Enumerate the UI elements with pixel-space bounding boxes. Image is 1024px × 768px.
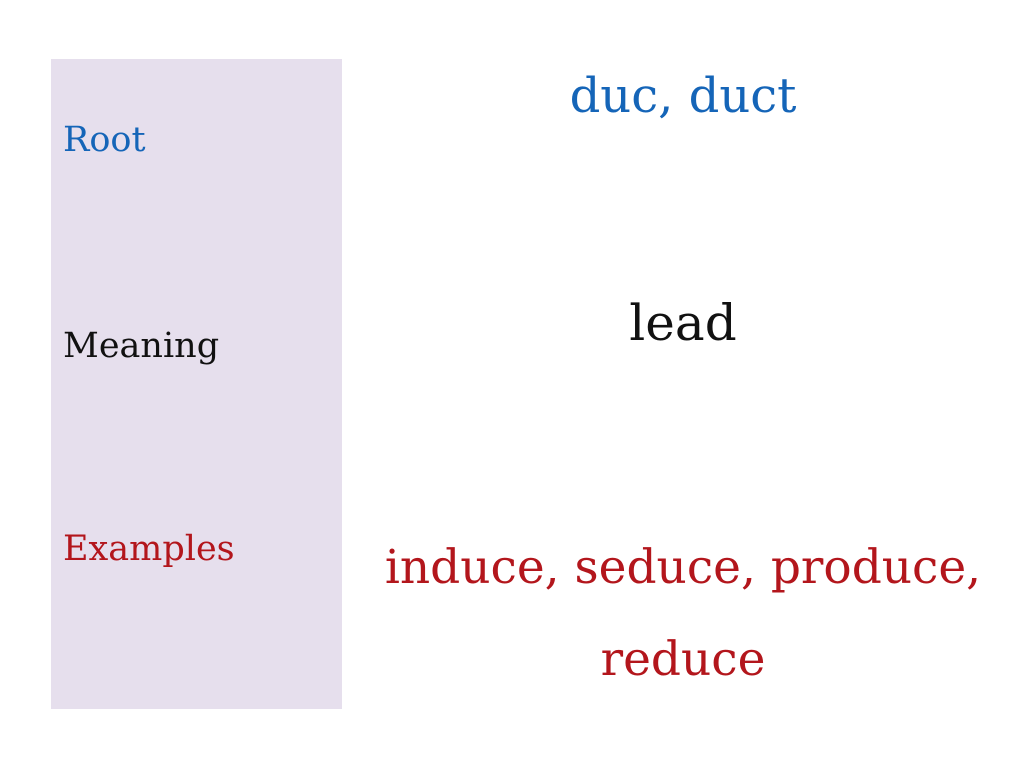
root-label: Root [63, 120, 146, 160]
examples-line-2: reduce [600, 632, 766, 687]
meaning-value: lead [629, 294, 737, 352]
examples-line-1: induce, seduce, produce, [384, 540, 982, 595]
examples-value: induce, seduce, produce, reduce [342, 522, 1024, 706]
examples-label: Examples [63, 529, 235, 569]
root-value: duc, duct [569, 68, 797, 124]
label-panel: Root Meaning Examples [51, 59, 342, 709]
meaning-label: Meaning [63, 326, 220, 366]
